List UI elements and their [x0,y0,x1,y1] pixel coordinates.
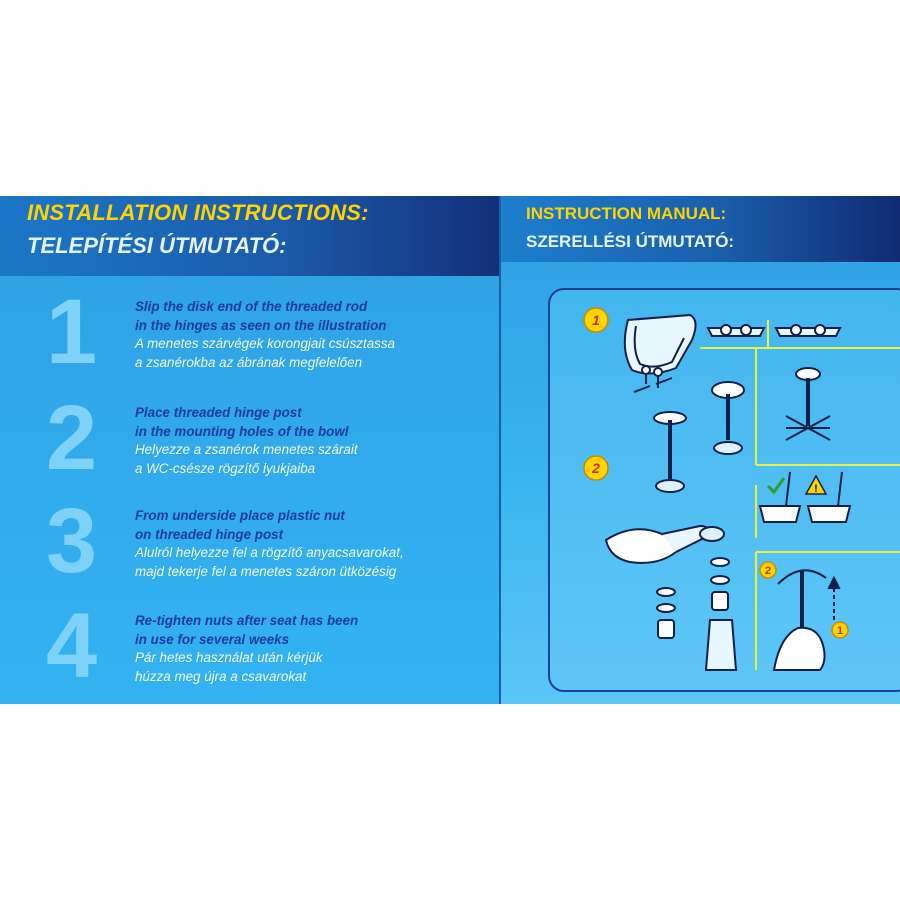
slide-arrows [633,377,673,393]
svg-text:2: 2 [765,565,771,577]
warning-icon: ! [804,474,828,495]
step-number: 2 [46,387,98,489]
step-hu-line: a zsanérokba az ábrának megfelelően [135,354,363,370]
instruction-manual-panel: INSTRUCTION MANUAL: SZERELLÉSI ÚTMUTATÓ:… [501,196,900,704]
threaded-hinge-posts [653,367,821,493]
section-divider-lines [700,320,900,670]
svg-text:!: ! [814,483,818,495]
plastic-nuts [656,557,738,671]
bowl-section-sketch [758,471,852,523]
step-number: 4 [46,595,98,697]
manual-title: INSTRUCTION MANUAL: [526,204,727,223]
sub-badge-2: 2 [759,561,777,579]
step-text: Slip the disk end of the threaded rod in… [135,298,395,372]
hand-tightening-sketch [772,626,826,671]
installation-instructions-panel: INSTALLATION INSTRUCTIONS: TELEPÍTÉSI ÚT… [0,196,499,704]
step-hu-line: Alulról helyezze fel a rögzítő anyacsava… [135,545,404,560]
step-en-line: on threaded hinge post [135,526,284,542]
step-text: Re-tighten nuts after seat has been in u… [135,612,358,686]
step-number: 3 [46,490,98,592]
panel-divider [499,196,501,704]
manual-title-hungarian: SZERELLÉSI ÚTMUTATÓ: [526,232,735,251]
step-3: 3 From underside place plastic nut on th… [0,495,499,601]
cleaning-hand-sketch [604,524,725,564]
svg-text:1: 1 [592,312,600,328]
sub-badge-1: 1 [831,621,849,639]
tighten-rotation-arrow [777,569,841,630]
step-hu-line: Helyezze a zsanérok menetes szárait [135,442,358,457]
assembly-illustration: 1 2 [583,307,900,671]
step-en-line: in use for several weeks [135,631,290,647]
step-1: 1 Slip the disk end of the threaded rod … [0,286,499,392]
adjustment-arrows [785,415,831,441]
installation-title-hungarian: TELEPÍTÉSI ÚTMUTATÓ: [27,233,287,258]
step-hu-line: A menetes szárvégek korongjait csúsztass… [135,336,395,351]
step-en-line: Place threaded hinge post [135,405,302,420]
step-text: Place threaded hinge post in the mountin… [135,404,358,478]
svg-text:1: 1 [837,625,843,637]
assembly-diagram: 1 2 [548,288,900,692]
step-en-line: From underside place plastic nut [135,508,345,523]
step-4: 4 Re-tighten nuts after seat has been in… [0,600,499,704]
step-2: 2 Place threaded hinge post in the mount… [0,392,499,498]
hinge-detail-icons [706,324,842,337]
step-hu-line: majd tekerje fel a menetes száron ütközé… [135,563,397,579]
step-en-line: in the hinges as seen on the illustratio… [135,317,387,333]
right-header-banner: INSTRUCTION MANUAL: SZERELLÉSI ÚTMUTATÓ: [501,196,900,262]
step-badge-2: 2 [583,455,609,481]
step-en-line: in the mounting holes of the bowl [135,423,349,439]
step-hu-line: Pár hetes használat után kérjük [135,650,323,665]
installation-title: INSTALLATION INSTRUCTIONS: [27,200,369,225]
check-icon: check-icon [766,477,786,495]
svg-text:2: 2 [591,460,600,476]
step-en-line: Slip the disk end of the threaded rod [135,299,368,314]
step-badge-1: 1 [583,307,609,333]
left-header-banner: INSTALLATION INSTRUCTIONS: TELEPÍTÉSI ÚT… [0,196,499,276]
toilet-seat-hinge-sketch [623,313,697,388]
step-text: From underside place plastic nut on thre… [135,507,404,581]
step-hu-line: a WC-csésze rögzítő lyukjaiba [135,460,316,476]
step-en-line: Re-tighten nuts after seat has been [135,613,359,628]
step-number: 1 [46,281,98,383]
step-hu-line: húzza meg újra a csavarokat [135,668,307,684]
